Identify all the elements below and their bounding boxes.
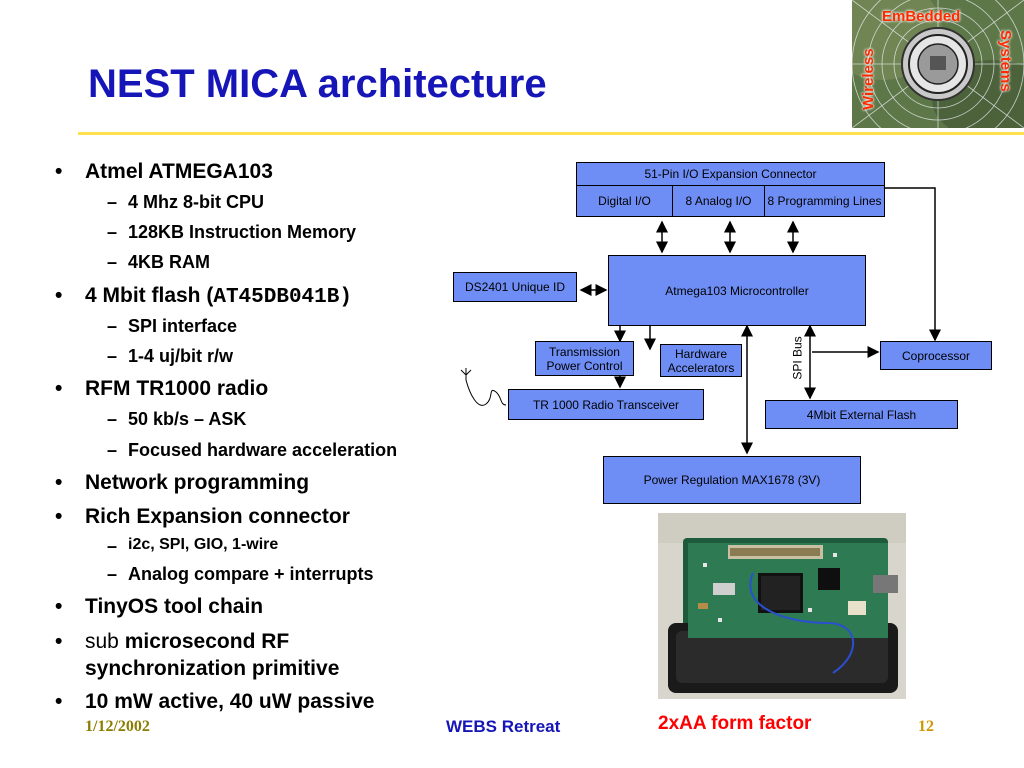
bullet-sync-rest: microsecond RF: [118, 630, 290, 653]
bullet-marker: •: [55, 160, 63, 183]
sub-bullet-marker: –: [107, 316, 118, 336]
bullet-atmel: Atmel ATMEGA103: [85, 160, 273, 183]
microcontroller-box: Atmega103 Microcontroller: [608, 255, 866, 326]
sub-bullet-marker: –: [107, 346, 118, 366]
sub-bullet-marker: –: [107, 564, 118, 584]
bullet-marker: •: [55, 377, 63, 400]
bullet-spi: SPI interface: [128, 316, 238, 336]
bullet-ram: 4KB RAM: [128, 252, 211, 272]
bullet-rate: 50 kb/s – ASK: [128, 409, 247, 429]
logo: EmBedded Wireless Systems: [852, 0, 1024, 128]
coprocessor-label: Coprocessor: [901, 348, 971, 363]
programming-lines-box: 8 Programming Lines: [764, 185, 885, 217]
bullet-power: 10 mW active, 40 uW passive: [85, 690, 375, 713]
spi-bus-label-box: SPI Bus: [788, 330, 808, 386]
bullet-analog: Analog compare + interrupts: [128, 564, 374, 584]
hw-accelerators-box: Hardware Accelerators: [660, 344, 742, 377]
photo-caption-text: 2xAA form factor: [658, 713, 812, 734]
footer-date: 1/12/2002: [85, 718, 150, 735]
expansion-connector-box: 51-Pin I/O Expansion Connector: [576, 162, 885, 186]
bullet-acceleration: Focused hardware acceleration: [128, 440, 398, 460]
logo-text-top: EmBedded: [882, 8, 961, 25]
mica-board-photo: [658, 513, 906, 699]
expansion-connector-label: 51-Pin I/O Expansion Connector: [644, 167, 817, 181]
radio-transceiver-label: TR 1000 Radio Transceiver: [532, 397, 680, 412]
bullet-flash-part: AT45DB041B): [213, 286, 352, 309]
slide-title: NEST MICA architecture: [88, 62, 547, 106]
ds2401-label: DS2401 Unique ID: [464, 280, 566, 294]
bullet-network-programming: Network programming: [85, 471, 310, 494]
coprocessor-box: Coprocessor: [880, 341, 992, 370]
bullet-marker: •: [55, 505, 63, 528]
digital-io-box: Digital I/O: [576, 185, 673, 217]
power-regulation-box: Power Regulation MAX1678 (3V): [603, 456, 861, 504]
photo-caption: 2xAA form factor: [658, 713, 811, 735]
sub-bullet-marker: –: [107, 252, 118, 272]
bullet-marker: •: [55, 690, 63, 713]
analog-io-box: 8 Analog I/O: [672, 185, 765, 217]
title-underline: [78, 132, 1024, 135]
bullet-flash: 4 Mbit flash (AT45DB041B): [85, 284, 352, 309]
bullet-sync-line2: synchronization primitive: [85, 657, 340, 680]
antenna-icon: [460, 368, 507, 406]
sub-bullet-marker: –: [107, 536, 118, 556]
bullet-energy: 1-4 uj/bit r/w: [128, 346, 234, 366]
bullet-tinyos: TinyOS tool chain: [85, 595, 264, 618]
analog-io-label: 8 Analog I/O: [685, 194, 752, 208]
external-flash-box: 4Mbit External Flash: [765, 400, 958, 429]
bullet-marker: •: [55, 471, 63, 494]
programming-lines-label: 8 Programming Lines: [767, 194, 882, 208]
mica-board-image: [658, 513, 906, 699]
spiderweb-background: [852, 0, 1024, 128]
tx-power-box: Transmission Power Control: [535, 341, 634, 376]
sub-bullet-marker: –: [107, 409, 118, 429]
bullet-marker: •: [55, 595, 63, 618]
external-flash-label: 4Mbit External Flash: [806, 407, 917, 422]
hw-accelerators-label: Hardware Accelerators: [667, 346, 735, 375]
microcontroller-label: Atmega103 Microcontroller: [665, 283, 809, 298]
bullet-interfaces: i2c, SPI, GIO, 1-wire: [128, 536, 279, 553]
spi-bus-label: SPI Bus: [791, 336, 806, 380]
footer-event: WEBS Retreat: [446, 717, 561, 736]
sub-bullet-marker: –: [107, 440, 118, 460]
bullet-sync: sub microsecond RF: [85, 630, 289, 654]
bullet-expansion: Rich Expansion connector: [85, 505, 350, 528]
ds2401-box: DS2401 Unique ID: [453, 272, 577, 302]
bullet-marker: •: [55, 630, 63, 653]
sub-bullet-marker: –: [107, 222, 118, 242]
bullet-cpu: 4 Mhz 8-bit CPU: [128, 192, 265, 212]
radio-transceiver-box: TR 1000 Radio Transceiver: [508, 389, 704, 420]
bullet-marker: •: [55, 284, 63, 307]
digital-io-label: Digital I/O: [598, 194, 651, 208]
bullet-flash-text: 4 Mbit flash (: [85, 284, 214, 307]
bullet-sync-sub: sub: [85, 630, 119, 653]
tx-power-label: Transmission Power Control: [546, 344, 623, 373]
power-regulation-label: Power Regulation MAX1678 (3V): [643, 473, 821, 487]
sub-bullet-marker: –: [107, 192, 118, 212]
bullet-instruction-memory: 128KB Instruction Memory: [128, 222, 357, 242]
bullet-radio: RFM TR1000 radio: [85, 377, 269, 400]
footer-page-number: 12: [918, 718, 934, 735]
